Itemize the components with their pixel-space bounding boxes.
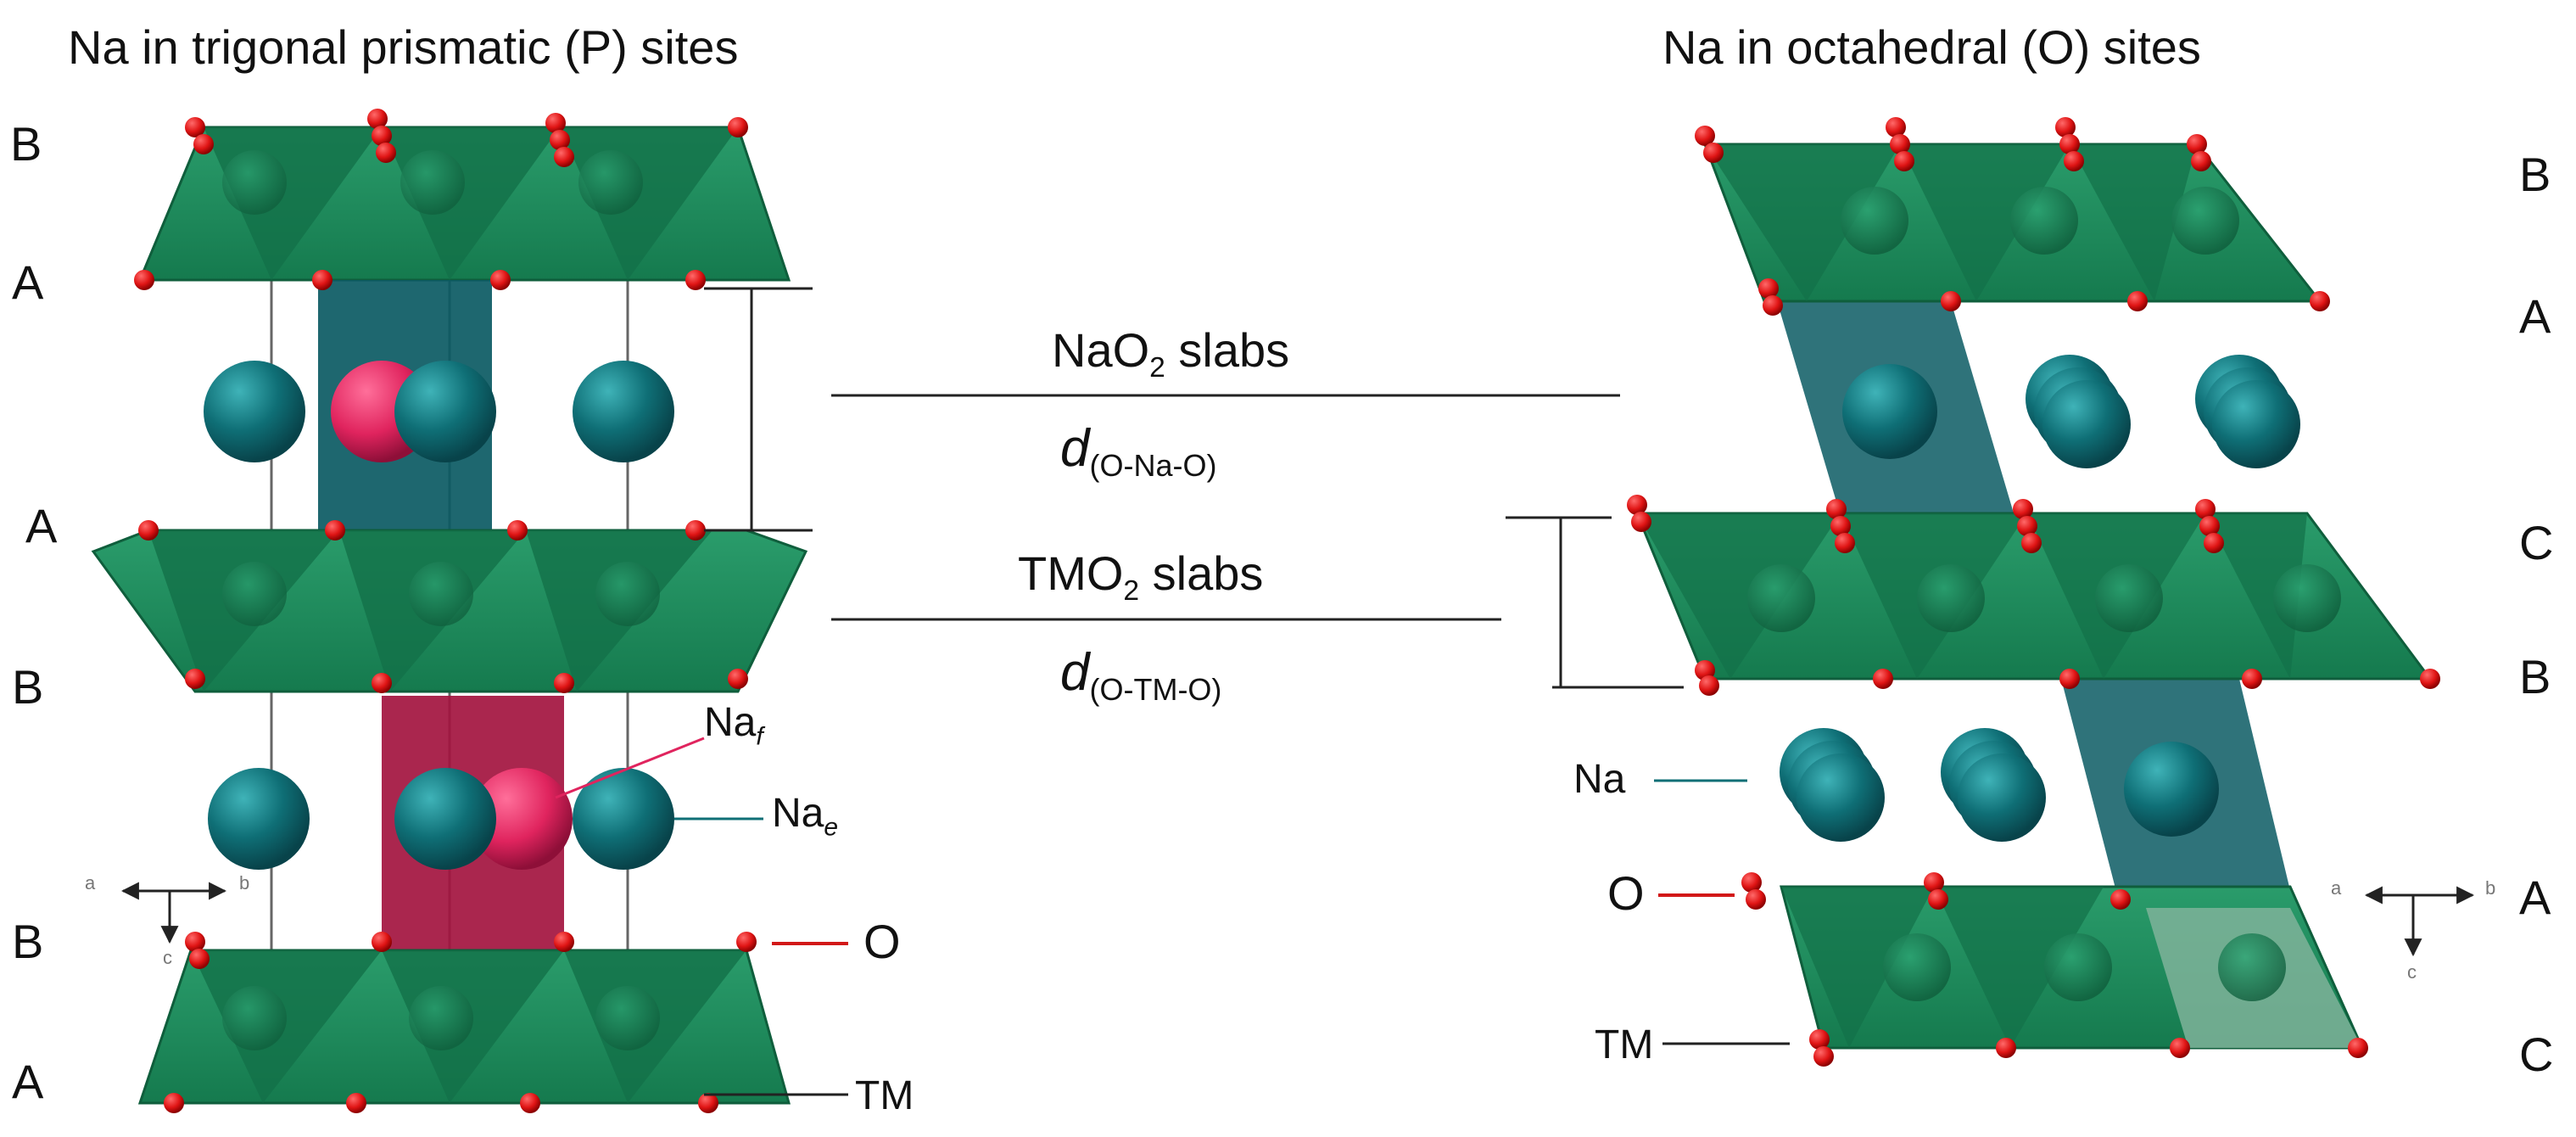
- tmo2-slabs-label: TMO2 slabs: [1018, 550, 1263, 606]
- right-tm-layer-middle: [1634, 512, 2433, 681]
- o-label-left: O: [863, 915, 901, 968]
- axis-a-left: a: [85, 872, 96, 893]
- left-na-atoms-top: [204, 361, 674, 462]
- naf-sub: f: [756, 722, 763, 751]
- tmo2-suffix: slabs: [1139, 546, 1264, 600]
- nao2-subscript: 2: [1149, 352, 1165, 384]
- left-stack-letter-3: A: [25, 499, 58, 552]
- right-oxygen-atoms: [1627, 117, 2440, 1067]
- right-stack-letter-5: A: [2519, 871, 2551, 924]
- d-o-tm-o-label: d(O-TM-O): [1060, 647, 1221, 705]
- nao2-slabs-label: NaO2 slabs: [1052, 327, 1289, 383]
- left-tm-layer-middle: [91, 529, 808, 693]
- axis-b-right: b: [2485, 877, 2496, 899]
- axis-c-left: c: [163, 947, 172, 968]
- naf-label: Naf: [704, 703, 763, 750]
- right-stack-letter-3: C: [2519, 516, 2554, 569]
- left-stack-letter-6: A: [12, 1055, 44, 1108]
- right-stack-letter-1: B: [2519, 148, 2551, 201]
- right-stack-letter-2: A: [2519, 289, 2551, 343]
- d-symbol-tmO2: d: [1060, 643, 1090, 702]
- left-title: Na in trigonal prismatic (P) sites: [68, 20, 739, 74]
- nao2-formula: NaO: [1052, 323, 1150, 377]
- o-label-right: O: [1607, 866, 1645, 920]
- left-tm-layer-top: [137, 126, 791, 282]
- left-na-atoms-bottom: [208, 768, 674, 870]
- left-axes: [120, 882, 227, 944]
- d-o-na-o-label: d(O-Na-O): [1060, 423, 1216, 481]
- nao2-suffix: slabs: [1165, 323, 1290, 377]
- nae-sub: e: [824, 813, 839, 842]
- right-tm-layer-top: [1702, 143, 2323, 303]
- right-axes: [2364, 886, 2475, 957]
- nao2-bracket: [704, 287, 813, 532]
- tmo2-subscript: 2: [1123, 575, 1140, 608]
- right-title: Na in octahedral (O) sites: [1662, 20, 2201, 74]
- nae-text: Na: [772, 791, 824, 836]
- nae-label: Nae: [772, 793, 838, 841]
- naf-leader: [555, 737, 705, 799]
- na-label-right: Na: [1573, 757, 1626, 802]
- naf-text: Na: [704, 700, 757, 745]
- axis-c-right: c: [2407, 961, 2417, 983]
- left-stack-letter-5: B: [12, 915, 44, 968]
- d-symbol-naO2: d: [1060, 419, 1090, 478]
- right-na-atoms-top: [1842, 355, 2300, 468]
- left-oxygen-atoms: [134, 109, 757, 1113]
- left-stack-letter-4: B: [12, 660, 44, 714]
- left-stack-letter-1: B: [10, 117, 42, 171]
- right-stack-letter-4: B: [2519, 650, 2551, 703]
- d-subscript-naO2: (O-Na-O): [1089, 447, 1217, 483]
- tmo2-formula: TMO: [1018, 546, 1124, 600]
- left-stack-letter-2: A: [12, 255, 44, 309]
- right-stack-letter-6: C: [2519, 1028, 2554, 1081]
- d-subscript-tmO2: (O-TM-O): [1089, 671, 1222, 707]
- left-tm-layer-bottom: [137, 949, 791, 1105]
- tm-label-right: TM: [1595, 1022, 1654, 1067]
- tmo2-bracket: [1506, 516, 1684, 689]
- left-structure: [91, 109, 848, 1113]
- right-structure: [1506, 117, 2475, 1067]
- right-na-atoms-bottom: [1780, 728, 2219, 842]
- axis-a-right: a: [2331, 877, 2342, 899]
- tm-label-left: TM: [855, 1073, 914, 1118]
- right-tm-layer-bottom: [1780, 885, 2365, 1050]
- axis-b-left: b: [239, 872, 250, 893]
